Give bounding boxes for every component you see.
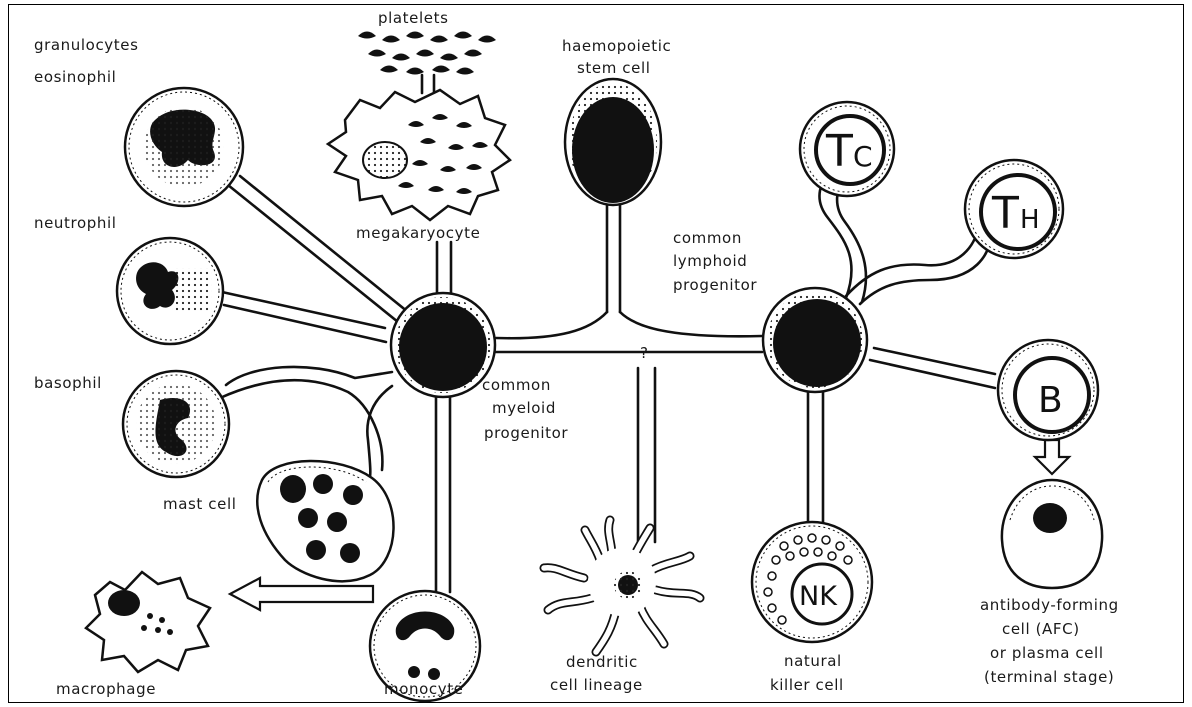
megakaryocyte-cell	[328, 90, 510, 220]
label-macrophage: macrophage	[56, 680, 156, 698]
label-afc-line2: cell (AFC)	[1002, 620, 1080, 638]
arrow-to-macrophage	[230, 578, 373, 610]
label-nk-line2: killer cell	[770, 676, 844, 694]
label-basophil: basophil	[34, 374, 102, 392]
neutrophil-cell	[117, 238, 223, 344]
eosinophil-cell	[125, 88, 243, 206]
th-letter-h: H	[1020, 205, 1040, 235]
label-question-mark: ?	[640, 344, 649, 362]
label-granulocytes: granulocytes	[34, 36, 139, 54]
myeloid-progenitor-cell	[391, 293, 495, 397]
label-eosinophil: eosinophil	[34, 68, 116, 86]
label-myeloid-line3: progenitor	[484, 424, 568, 442]
tc-letter-c: C	[853, 140, 873, 173]
label-afc-line4: (terminal stage)	[984, 668, 1114, 686]
label-monocyte: monocyte	[384, 680, 464, 698]
label-neutrophil: neutrophil	[34, 214, 117, 232]
label-stem-cell-line1: haemopoietic	[562, 37, 671, 55]
mast-cell	[257, 461, 393, 581]
label-nk-line1: natural	[784, 652, 842, 670]
plasma-cell	[1002, 480, 1102, 588]
label-lymphoid-line2: lymphoid	[673, 252, 747, 270]
label-lymphoid-line3: progenitor	[673, 276, 757, 294]
lymphoid-progenitor-cell	[763, 288, 867, 392]
macrophage-cell	[86, 572, 210, 672]
label-stem-cell-line2: stem cell	[577, 59, 651, 77]
label-platelets: platelets	[378, 9, 448, 27]
label-afc-line3: or plasma cell	[990, 644, 1104, 662]
label-lymphoid-line1: common	[673, 229, 742, 247]
stem-cell	[565, 79, 661, 205]
platelets-group	[358, 32, 496, 75]
arrow-to-afc	[1035, 440, 1069, 474]
label-afc-line1: antibody-forming	[980, 596, 1119, 614]
dendritic-cell	[544, 520, 700, 652]
b-letter: B	[1038, 380, 1063, 421]
label-dendritic-line1: dendritic	[566, 653, 638, 671]
label-myeloid-line1: common	[482, 376, 551, 394]
basophil-cell	[123, 371, 229, 477]
label-megakaryocyte: megakaryocyte	[356, 224, 480, 242]
tc-letter-t: T	[825, 126, 853, 177]
nk-letter: NK	[799, 581, 838, 612]
label-mast-cell: mast cell	[163, 495, 236, 513]
label-dendritic-line2: cell lineage	[550, 676, 643, 694]
th-letter-t: T	[991, 188, 1019, 239]
label-myeloid-line2: myeloid	[492, 399, 556, 417]
